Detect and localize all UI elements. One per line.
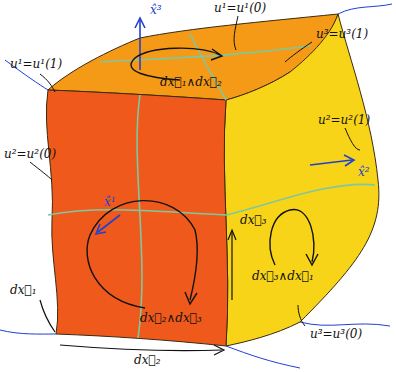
coordinate-line [226, 184, 375, 215]
arrow-head [306, 254, 318, 265]
arrow-head [135, 18, 145, 28]
coordinate-line [226, 346, 300, 368]
edge-vector [60, 345, 222, 351]
math-label: x̂² [358, 166, 370, 179]
math-label: dx⃗₁∧dx⃗₂ [160, 76, 222, 89]
axis-x2 [310, 160, 352, 165]
arrow-head [214, 345, 224, 355]
math-label: x̂¹ [104, 196, 116, 209]
math-label: u³=u³(0) [310, 328, 362, 341]
coordinate-line [338, 4, 392, 14]
coordinate-line [48, 210, 226, 215]
coordinate-line [0, 330, 56, 334]
leader-line [30, 162, 52, 180]
math-label: u¹=u¹(0) [214, 2, 266, 15]
math-label: dx⃗₁ [10, 284, 36, 297]
leader-line [285, 42, 312, 62]
edge-vector [40, 300, 55, 332]
math-label: dx⃗₃∧dx⃗₁ [252, 270, 314, 283]
coordinate-line [137, 95, 142, 338]
coordinate-line [190, 34, 226, 100]
leader-line [298, 305, 305, 326]
orientation-arrow [87, 201, 197, 308]
arrow-head [211, 49, 222, 60]
math-label: u²=u²(0) [4, 148, 56, 161]
arrow-head [96, 224, 106, 234]
front-face [46, 90, 227, 346]
math-label: x̂³ [150, 4, 162, 17]
math-label: u³=u³(1) [316, 28, 368, 41]
math-label: u¹=u¹(1) [10, 58, 62, 71]
leader-line [234, 16, 238, 50]
coordinate-line [300, 322, 390, 326]
edge-vector [231, 232, 232, 300]
leader-line [345, 128, 360, 150]
math-label: dx⃗₂∧dx⃗₃ [140, 312, 202, 325]
right-face [224, 14, 379, 346]
arrow-head [185, 292, 197, 304]
leader-line [40, 74, 55, 92]
arrow-head [228, 230, 236, 240]
axis-x3 [139, 20, 141, 70]
arrow-head [344, 155, 354, 166]
math-label: dx⃗₃ [240, 214, 266, 227]
math-label: u²=u²(1) [318, 114, 370, 127]
coordinate-line [100, 46, 310, 62]
math-label: dx⃗₂ [134, 354, 160, 367]
